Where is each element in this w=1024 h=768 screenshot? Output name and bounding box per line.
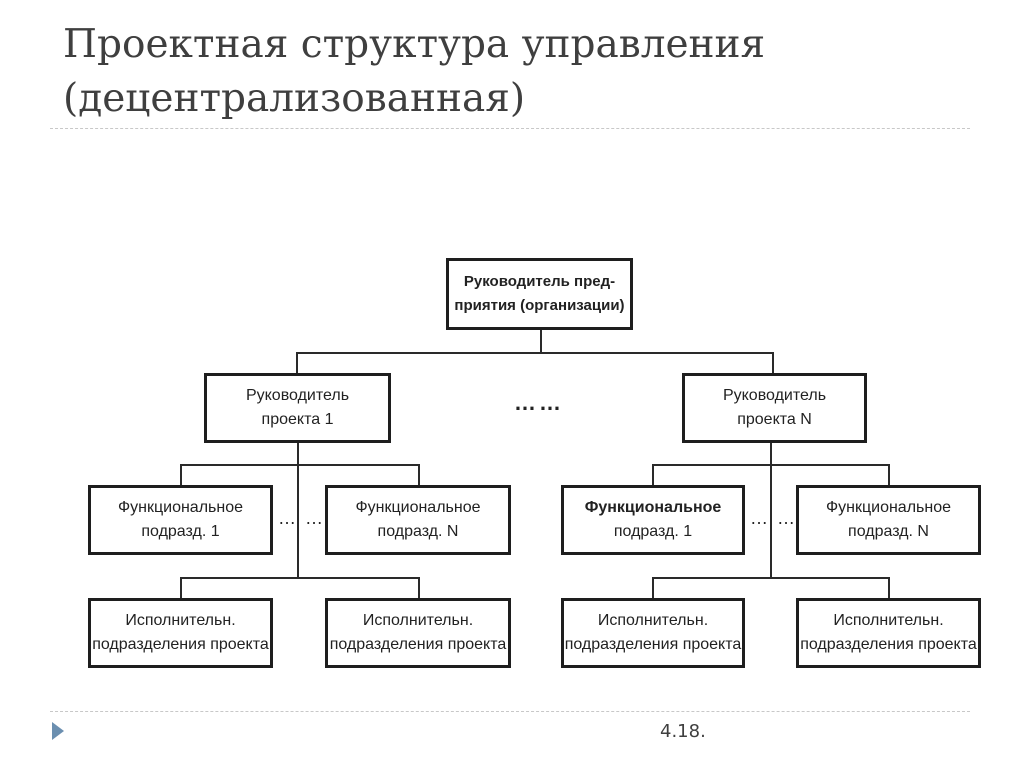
connector (180, 464, 420, 466)
connector (296, 352, 298, 374)
bottom-divider (50, 711, 970, 712)
connector (770, 441, 772, 577)
functional-n-line-2: подразд. N (848, 523, 929, 540)
root-line-2: приятия (организации) (454, 297, 625, 314)
exec-dept-box-3: Исполнительн. подразделения проекта (561, 598, 745, 668)
functional-n-line-1: Функциональное (825, 499, 952, 516)
connector (652, 577, 890, 579)
functional-1-line-2: подразд. 1 (613, 523, 693, 540)
ellipsis-between-depts-left: … … (278, 508, 326, 528)
functional-n-line-1: Функциональное (355, 499, 481, 516)
functional-1-line-1: Функциональное (117, 499, 244, 516)
functional-dept-1-box-left: Функциональное подразд. 1 (88, 485, 273, 555)
ellipsis-between-managers: …… (514, 390, 564, 415)
page-number: 4.18. (660, 721, 706, 742)
connector (772, 352, 774, 374)
functional-1-line-1: Функциональное (584, 499, 722, 516)
functional-dept-n-box-right: Функциональное подразд. N (796, 485, 981, 555)
manager-1-line-2: проекта 1 (261, 411, 334, 428)
exec-line-1: Исполнительн. (362, 612, 474, 629)
root-line-1: Руководитель пред- (463, 273, 616, 290)
connector (180, 577, 182, 599)
ellipsis-between-depts-right: … … (750, 508, 798, 528)
connector (540, 329, 542, 353)
connector (180, 577, 420, 579)
functional-1-line-2: подразд. 1 (141, 523, 220, 540)
manager-1-line-1: Руководитель (245, 387, 350, 404)
exec-dept-box-1: Исполнительн. подразделения проекта (88, 598, 273, 668)
root-box: Руководитель пред- приятия (организации) (446, 258, 633, 330)
title-line-2: (децентрализованная) (63, 76, 526, 121)
functional-dept-1-box-right: Функциональное подразд. 1 (561, 485, 745, 555)
exec-dept-box-4: Исполнительн. подразделения проекта (796, 598, 981, 668)
exec-line-2: подразделения проекта (329, 636, 507, 653)
exec-line-1: Исполнительн. (125, 612, 236, 629)
project-manager-1-box: Руководитель проекта 1 (204, 373, 391, 443)
connector (418, 577, 420, 599)
exec-line-2: подразделения проекта (564, 636, 742, 653)
connector (888, 577, 890, 599)
connector (652, 464, 654, 486)
arrow-right-icon (52, 722, 64, 740)
manager-n-line-1: Руководитель (722, 387, 827, 404)
connector (180, 464, 182, 486)
exec-line-1: Исполнительн. (597, 612, 709, 629)
manager-n-line-2: проекта N (737, 411, 812, 428)
exec-dept-box-2: Исполнительн. подразделения проекта (325, 598, 511, 668)
connector (888, 464, 890, 486)
connector (418, 464, 420, 486)
top-divider (50, 128, 970, 129)
connector (652, 577, 654, 599)
functional-n-line-2: подразд. N (377, 523, 459, 540)
functional-dept-n-box-left: Функциональное подразд. N (325, 485, 511, 555)
connector (652, 464, 890, 466)
connector (296, 352, 774, 354)
title-line-1: Проектная структура управления (63, 22, 766, 67)
project-manager-n-box: Руководитель проекта N (682, 373, 867, 443)
exec-line-2: подразделения проекта (800, 636, 977, 653)
exec-line-1: Исполнительн. (833, 612, 944, 629)
slide-title: Проектная структура управления (децентра… (63, 18, 963, 126)
connector (297, 441, 299, 577)
exec-line-2: подразделения проекта (92, 636, 269, 653)
